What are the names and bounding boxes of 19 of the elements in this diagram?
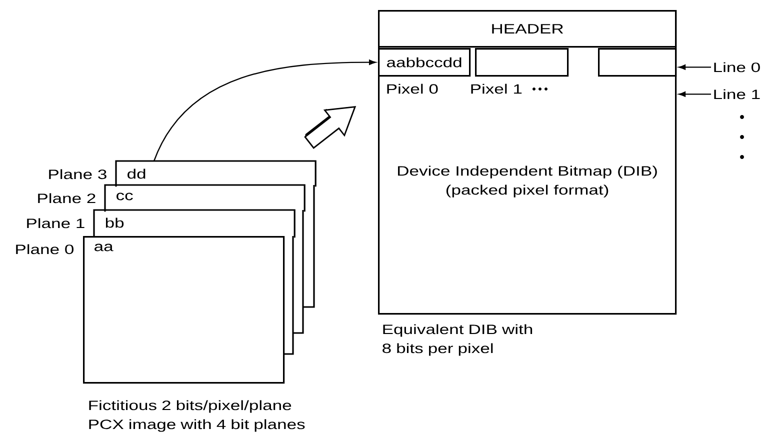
- plane-label: Plane 2: [38, 193, 96, 204]
- plane-label: Plane 3: [49, 169, 106, 180]
- plane-label: Plane 0: [16, 244, 74, 254]
- line-label: Line 1: [714, 89, 760, 100]
- pixel-cell: aabbccdd: [378, 48, 471, 77]
- pixel-label: Pixel 1: [471, 84, 522, 94]
- plane-label: Plane 1: [27, 218, 84, 228]
- line-label: Line 0: [714, 62, 760, 72]
- arrow: [153, 60, 376, 162]
- bit-plane-box: cc: [104, 184, 306, 212]
- pixel-cell: [598, 48, 677, 77]
- arrow: [678, 92, 711, 97]
- bit-plane-box: bb: [93, 209, 296, 238]
- pixel-label: Pixel 0: [387, 84, 438, 94]
- arrow: [678, 64, 711, 70]
- caption: Fictitious 2 bits/pixel/plane PCX image with 4 bit planes: [89, 400, 305, 432]
- pixel-cell: [475, 48, 569, 77]
- bit-plane-box: dd: [115, 160, 316, 187]
- description-label: Equivalent DIB with 8 bits per pixel: [382, 324, 532, 356]
